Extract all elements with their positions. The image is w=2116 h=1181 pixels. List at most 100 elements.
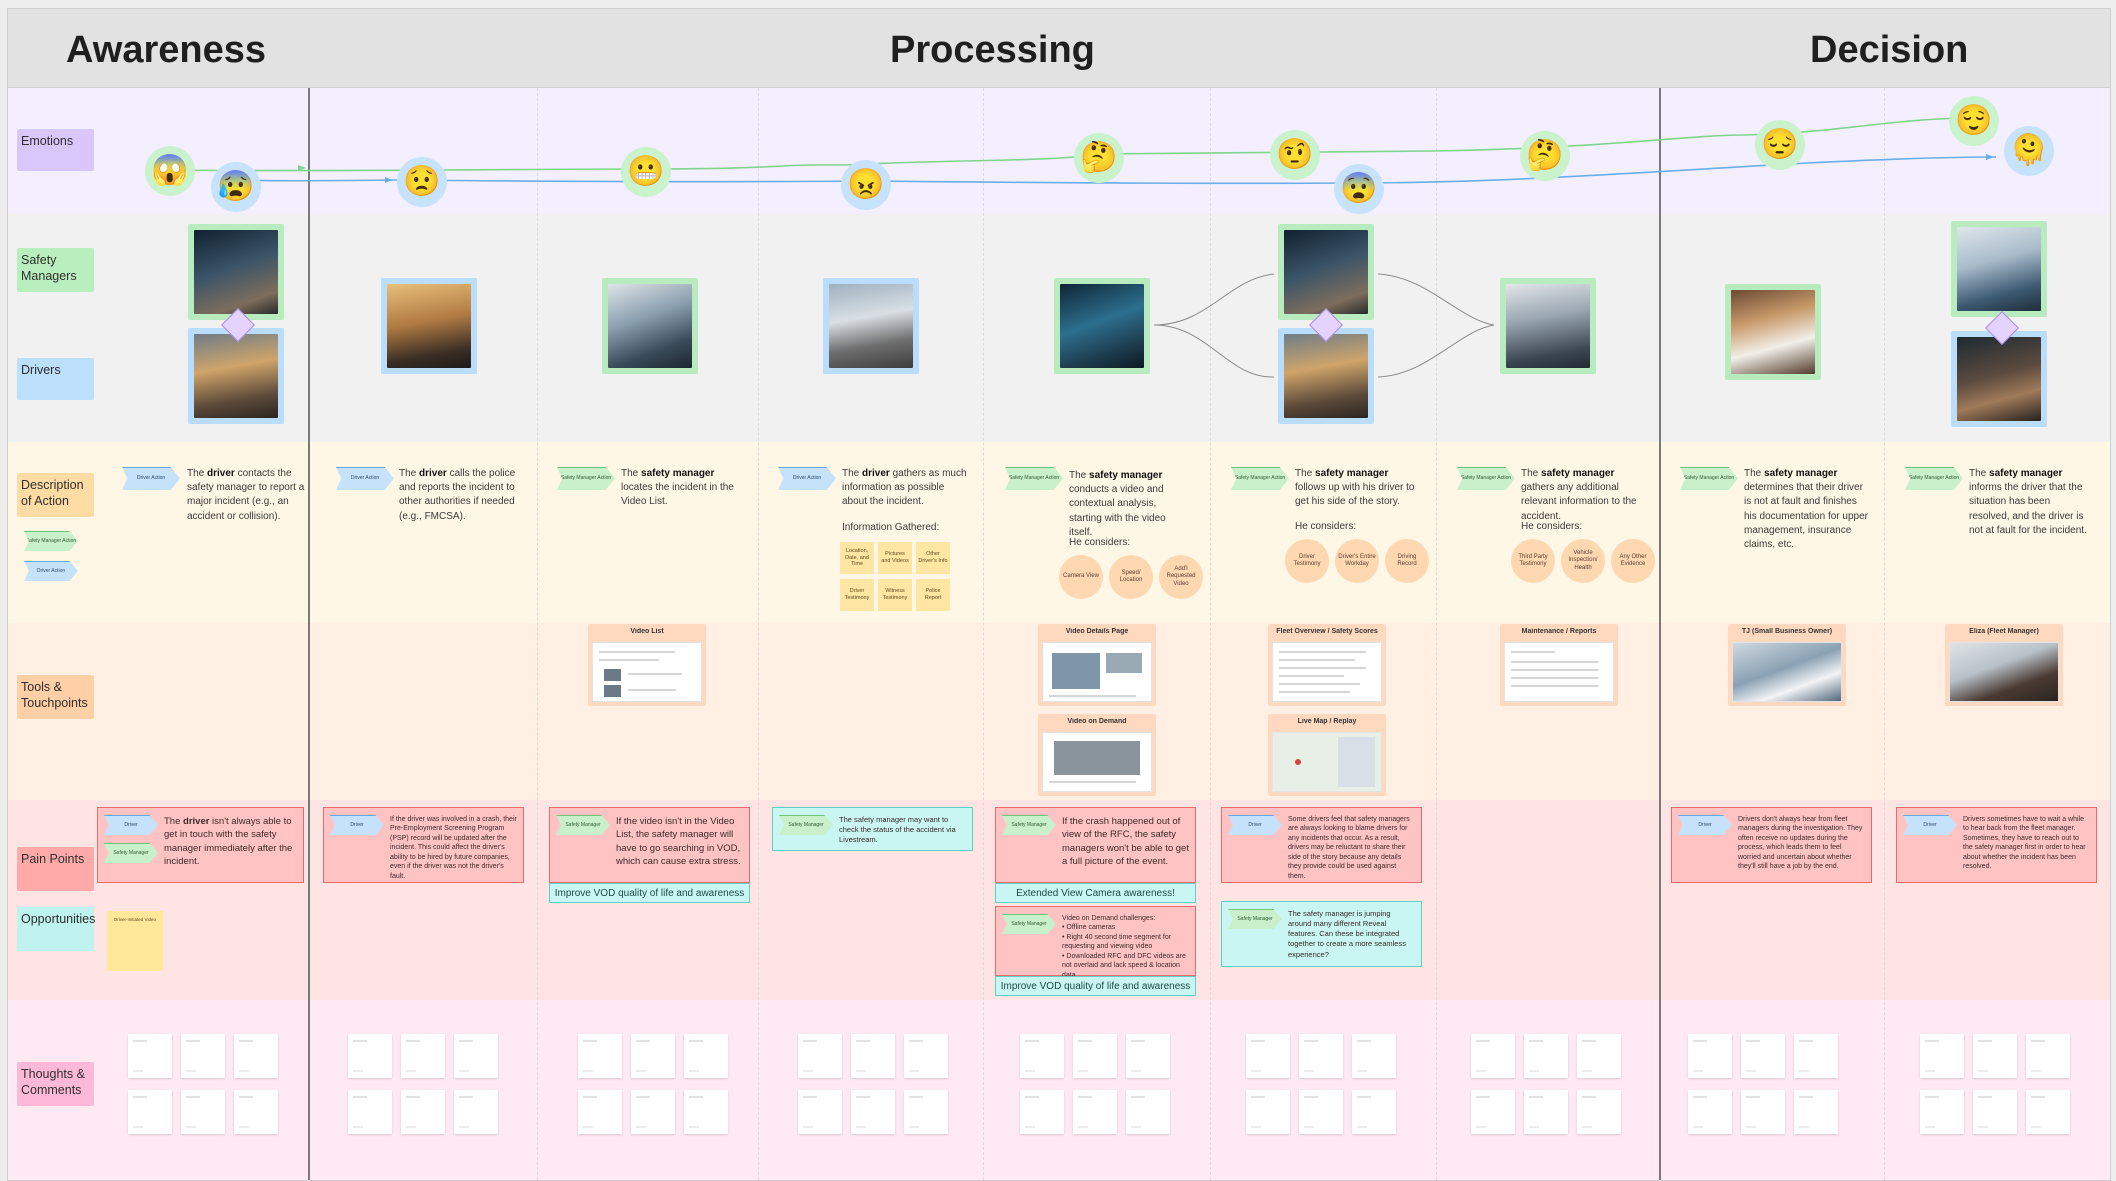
tool-screenshot bbox=[1272, 642, 1382, 702]
tool-video-list[interactable]: Video List bbox=[588, 624, 706, 706]
thought-card[interactable] bbox=[578, 1090, 622, 1134]
thought-card[interactable] bbox=[348, 1090, 392, 1134]
row-label-emotions: Emotions bbox=[17, 129, 94, 171]
info-gathered-label: Information Gathered: bbox=[842, 522, 939, 533]
tool-video-details[interactable]: Video Details Page bbox=[1038, 624, 1156, 706]
pain-text: Video on Demand challenges: • Offline ca… bbox=[1062, 914, 1189, 980]
thought-card[interactable] bbox=[631, 1090, 675, 1134]
consider-item: Vehicle Inspection/ Health bbox=[1561, 539, 1605, 583]
thought-card[interactable] bbox=[2026, 1090, 2070, 1134]
emotion-relieved-icon: 😌 bbox=[1949, 96, 1999, 146]
thought-card[interactable] bbox=[234, 1090, 278, 1134]
consider-item: Add'l Requested Video bbox=[1159, 555, 1203, 599]
pain-point-card: Driver If the driver was involved in a c… bbox=[323, 807, 524, 883]
thought-card[interactable] bbox=[1524, 1090, 1568, 1134]
opportunity-card: Safety Manager The safety manager is jum… bbox=[1221, 901, 1422, 967]
thought-card[interactable] bbox=[798, 1090, 842, 1134]
thought-card[interactable] bbox=[578, 1034, 622, 1078]
thought-card[interactable] bbox=[798, 1034, 842, 1078]
tool-title: Video Details Page bbox=[1042, 628, 1152, 638]
tool-fleet-overview[interactable]: Fleet Overview / Safety Scores bbox=[1268, 624, 1386, 706]
thought-card[interactable] bbox=[1352, 1034, 1396, 1078]
thought-card[interactable] bbox=[1073, 1090, 1117, 1134]
thought-card[interactable] bbox=[1299, 1034, 1343, 1078]
pain-tag: Driver bbox=[330, 815, 384, 835]
tool-live-map[interactable]: Live Map / Replay bbox=[1268, 714, 1386, 796]
thought-card[interactable] bbox=[851, 1034, 895, 1078]
journey-map-board: Awareness Processing Decision Emotions S… bbox=[7, 8, 2111, 1181]
phase-title-decision: Decision bbox=[1810, 29, 1968, 72]
pain-tag: Driver bbox=[1678, 815, 1732, 835]
pain-point-card: Safety Manager Video on Demand challenge… bbox=[995, 906, 1196, 976]
thought-card[interactable] bbox=[348, 1034, 392, 1078]
thought-card[interactable] bbox=[454, 1034, 498, 1078]
tool-maintenance-reports[interactable]: Maintenance / Reports bbox=[1500, 624, 1618, 706]
action-tag: Safety Manager Action bbox=[1005, 467, 1063, 490]
thought-card[interactable] bbox=[1246, 1090, 1290, 1134]
thought-card[interactable] bbox=[1126, 1090, 1170, 1134]
thought-card[interactable] bbox=[401, 1090, 445, 1134]
description-text: The safety manager gathers any additiona… bbox=[1521, 467, 1641, 524]
thought-card[interactable] bbox=[1973, 1090, 2017, 1134]
thought-card[interactable] bbox=[1920, 1090, 1964, 1134]
thought-card[interactable] bbox=[454, 1090, 498, 1134]
thought-card[interactable] bbox=[1352, 1090, 1396, 1134]
description-text: The safety manager locates the incident … bbox=[621, 467, 747, 510]
thought-card[interactable] bbox=[1741, 1034, 1785, 1078]
thought-card[interactable] bbox=[181, 1034, 225, 1078]
thought-card[interactable] bbox=[1126, 1034, 1170, 1078]
thought-card[interactable] bbox=[904, 1090, 948, 1134]
thought-card[interactable] bbox=[1920, 1034, 1964, 1078]
thought-card[interactable] bbox=[1020, 1034, 1064, 1078]
column-divider bbox=[1436, 88, 1437, 1180]
thought-card[interactable] bbox=[1299, 1090, 1343, 1134]
tool-title: Video on Demand bbox=[1042, 718, 1152, 728]
persona-card-tj[interactable]: TJ (Small Business Owner) bbox=[1728, 624, 1846, 706]
thought-card[interactable] bbox=[234, 1034, 278, 1078]
tool-screenshot bbox=[592, 642, 702, 702]
thought-card[interactable] bbox=[1688, 1090, 1732, 1134]
pain-point-card: Safety Manager If the video isn't in the… bbox=[549, 807, 750, 883]
thought-card[interactable] bbox=[631, 1034, 675, 1078]
action-tag: Driver Action bbox=[336, 467, 394, 490]
persona-photo bbox=[1949, 642, 2059, 702]
thought-card[interactable] bbox=[1794, 1090, 1838, 1134]
thought-card[interactable] bbox=[904, 1034, 948, 1078]
safety-manager-photo bbox=[1951, 221, 2047, 317]
description-text: The safety manager determines that their… bbox=[1744, 467, 1868, 552]
thought-card[interactable] bbox=[1020, 1090, 1064, 1134]
pain-tag: Driver bbox=[1228, 815, 1282, 835]
thought-card[interactable] bbox=[851, 1090, 895, 1134]
legend-driver-action-tag: Driver Action bbox=[24, 561, 78, 581]
thought-card[interactable] bbox=[1741, 1090, 1785, 1134]
thought-card[interactable] bbox=[1073, 1034, 1117, 1078]
opportunity-card: Improve VOD quality of life and awarenes… bbox=[549, 883, 750, 903]
thought-card[interactable] bbox=[1577, 1090, 1621, 1134]
thought-card[interactable] bbox=[2026, 1034, 2070, 1078]
thought-card[interactable] bbox=[1246, 1034, 1290, 1078]
emotion-melting-icon: 🫠 bbox=[2004, 126, 2054, 176]
thought-card[interactable] bbox=[1577, 1034, 1621, 1078]
thought-card[interactable] bbox=[128, 1034, 172, 1078]
driver-photo bbox=[1951, 331, 2047, 427]
pain-text: Some drivers feel that safety managers a… bbox=[1288, 815, 1415, 881]
thought-card[interactable] bbox=[1524, 1034, 1568, 1078]
thought-card[interactable] bbox=[1471, 1090, 1515, 1134]
thought-card[interactable] bbox=[181, 1090, 225, 1134]
pain-text: The safety manager may want to check the… bbox=[839, 815, 966, 845]
thought-card[interactable] bbox=[1973, 1034, 2017, 1078]
thought-card[interactable] bbox=[128, 1090, 172, 1134]
info-item: Pictures and Videos bbox=[878, 542, 912, 574]
thought-card[interactable] bbox=[684, 1090, 728, 1134]
tool-video-on-demand[interactable]: Video on Demand bbox=[1038, 714, 1156, 796]
pain-tag: Driver bbox=[104, 815, 158, 835]
pain-text: Drivers sometimes have to wait a while t… bbox=[1963, 815, 2090, 872]
thought-card[interactable] bbox=[1471, 1034, 1515, 1078]
thought-card[interactable] bbox=[401, 1034, 445, 1078]
persona-card-eliza[interactable]: Eliza (Fleet Manager) bbox=[1945, 624, 2063, 706]
tool-title: Eliza (Fleet Manager) bbox=[1949, 628, 2059, 638]
thought-card[interactable] bbox=[1688, 1034, 1732, 1078]
thought-card[interactable] bbox=[684, 1034, 728, 1078]
thought-card[interactable] bbox=[1794, 1034, 1838, 1078]
action-tag: Safety Manager Action bbox=[557, 467, 615, 490]
